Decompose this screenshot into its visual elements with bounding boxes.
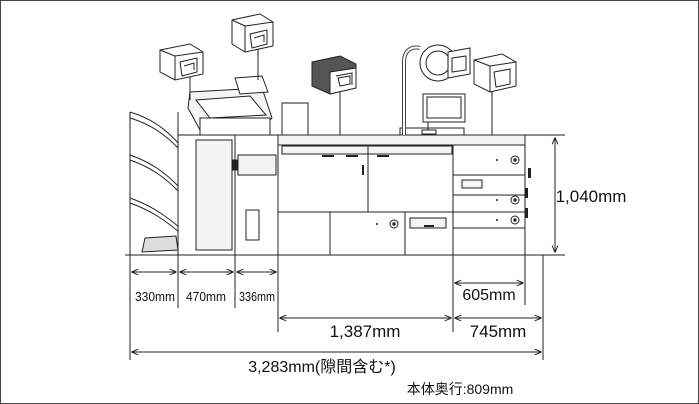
feeder-total-width-label: 745mm [470, 322, 527, 341]
camera-icon [402, 44, 471, 135]
depth-label: 本体奥行:809mm [407, 381, 514, 397]
module-b-width-label: 336mm [239, 289, 275, 304]
camera-icon [159, 43, 204, 100]
camera-icon [311, 55, 357, 135]
monitor-icon [421, 93, 466, 135]
camera-icon [473, 53, 517, 135]
main-unit-width-label: 1,387mm [330, 322, 401, 341]
finisher-width-label: 330mm [135, 289, 175, 304]
height-label: 1,040mm [556, 187, 627, 206]
machine-illustration [129, 13, 531, 256]
stacker-trays [129, 111, 181, 256]
module-a-width-label: 470mm [186, 289, 226, 304]
camera-icon [231, 13, 274, 80]
dimension-lines [125, 134, 565, 360]
main-unit [277, 134, 454, 256]
feeder-width-label: 605mm [462, 287, 515, 304]
total-width-label: 3,283mm(隙間含む*) [248, 358, 396, 376]
paper-unit [281, 102, 309, 136]
